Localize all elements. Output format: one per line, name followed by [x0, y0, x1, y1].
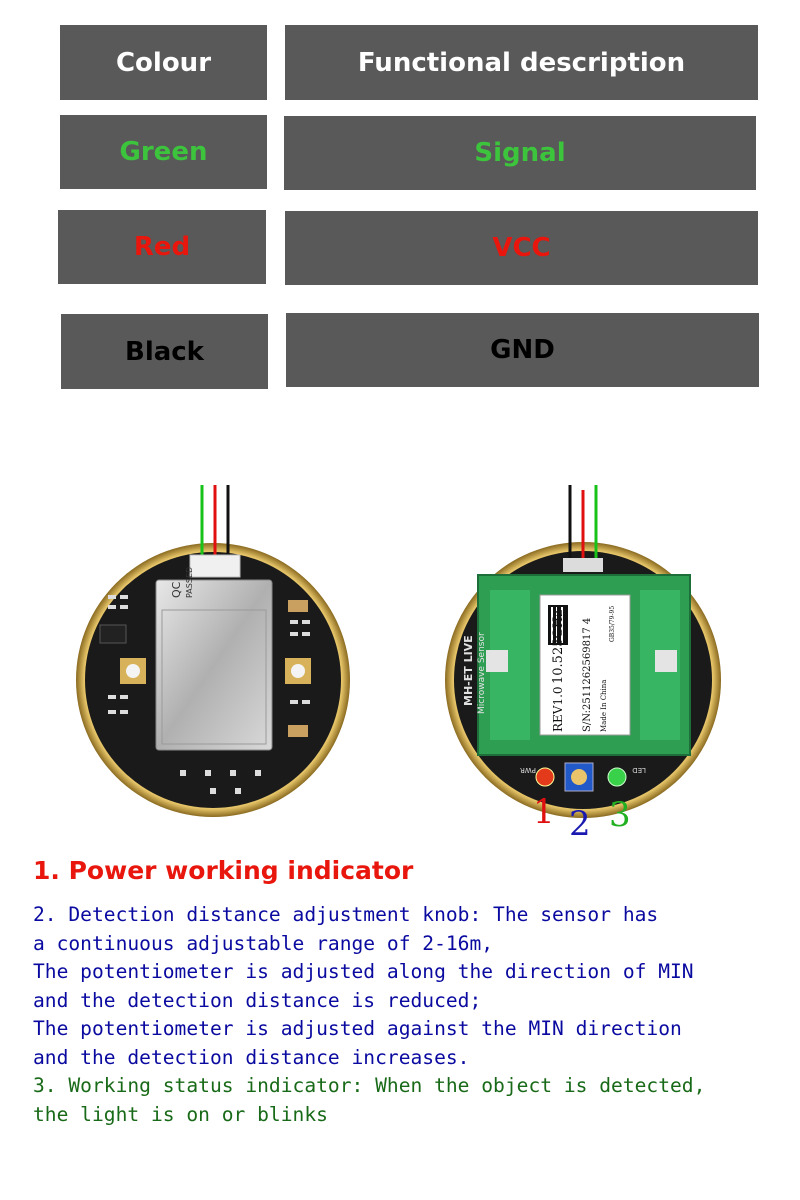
- knob-description-line-2: a continuous adjustable range of 2-16m,: [33, 932, 494, 955]
- power-led: [535, 767, 555, 787]
- power-indicator-title: 1. Power working indicator: [33, 856, 414, 885]
- header-function: Functional description: [285, 25, 758, 100]
- row-black-function-text: GND: [490, 335, 555, 365]
- pin-number-1: 1: [533, 792, 555, 832]
- knob-description-line-1: 2. Detection distance adjustment knob: T…: [33, 903, 659, 926]
- knob-description-line-5: The potentiometer is adjusted against th…: [33, 1017, 682, 1040]
- row-green-function: Signal: [284, 116, 756, 190]
- status-led: [607, 767, 627, 787]
- row-black-colour: Black: [61, 314, 268, 389]
- led-label: LED: [632, 766, 646, 774]
- pwr-label: PWR: [520, 766, 536, 774]
- rev-label: REV1.0: [551, 686, 565, 732]
- serial-label: S/N:2511262569817 4: [582, 618, 593, 732]
- header-colour: Colour: [60, 25, 267, 100]
- row-green-function-text: Signal: [474, 138, 566, 168]
- row-black-colour-text: Black: [125, 336, 204, 367]
- knob-description-line-4: and the detection distance is reduced;: [33, 989, 482, 1012]
- sensor-board-back: REV1.0 10.525GHz S/N:2511262569817 4 Mad…: [445, 485, 721, 818]
- row-green-colour: Green: [60, 115, 267, 189]
- pin-number-3: 3: [609, 795, 631, 835]
- sensor-photo: QC PASSED: [76, 485, 721, 818]
- row-red-colour: Red: [58, 210, 266, 284]
- header-colour-text: Colour: [115, 47, 212, 78]
- status-description-line-2: the light is on or blinks: [33, 1103, 328, 1126]
- pin-number-2: 2: [569, 804, 591, 844]
- made-in-label: Made In China: [600, 680, 608, 732]
- brand-sub-label: Microwave Sensor: [477, 632, 487, 714]
- row-red-function-text: VCC: [492, 233, 551, 263]
- status-description-line-1: 3. Working status indicator: When the ob…: [33, 1074, 706, 1097]
- knob-description-line-3: The potentiometer is adjusted along the …: [33, 960, 694, 983]
- freq-label: 10.525GHz: [551, 610, 566, 684]
- qc-passed-label: PASSED: [185, 567, 194, 598]
- qc-label: QC: [170, 581, 183, 598]
- brand-label: MH-ET LIVE: [462, 635, 475, 706]
- sensor-board-front: QC PASSED: [76, 485, 350, 817]
- header-function-text: Functional description: [357, 47, 686, 78]
- barcode-number: GB35/79-95: [609, 606, 616, 642]
- row-green-colour-text: Green: [119, 137, 208, 167]
- knob-description-line-6: and the detection distance increases.: [33, 1046, 470, 1069]
- row-red-colour-text: Red: [133, 232, 191, 262]
- row-red-function: VCC: [285, 211, 758, 285]
- row-black-function: GND: [286, 313, 759, 387]
